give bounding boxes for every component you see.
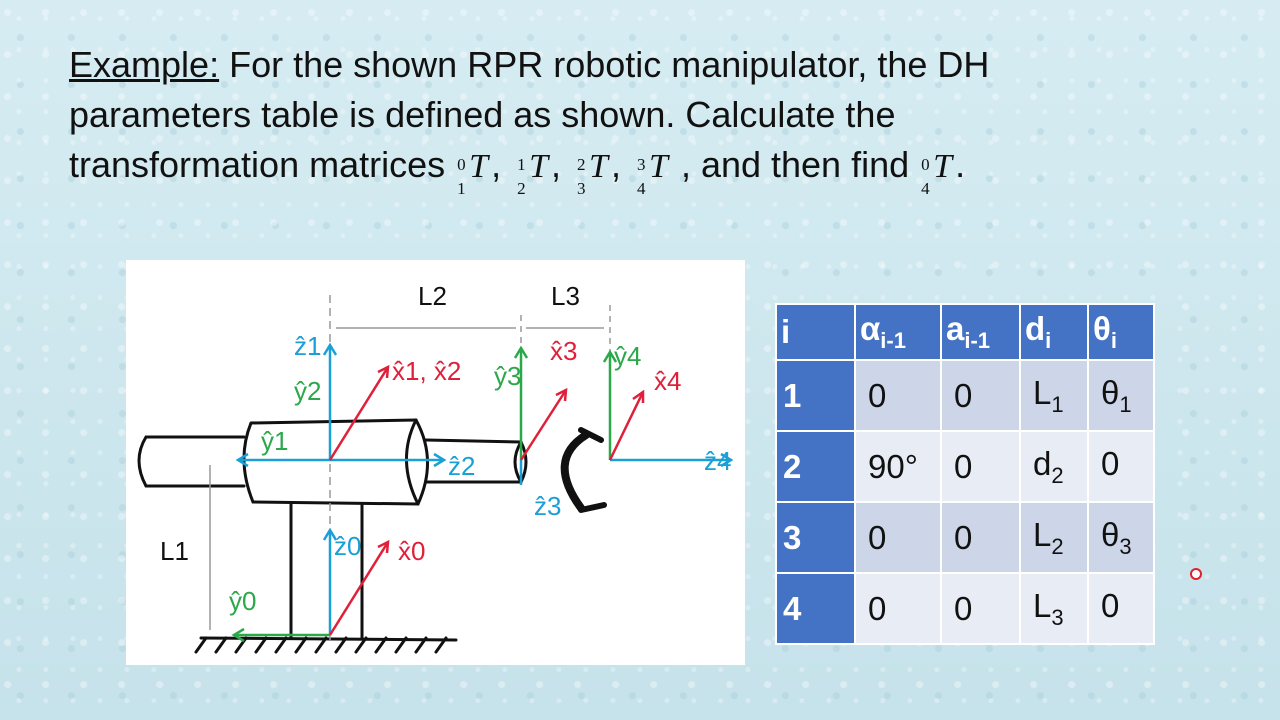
- example-label: Example:: [69, 44, 220, 85]
- label-y2: ŷ2: [294, 376, 321, 406]
- robot-body: [137, 418, 607, 654]
- x-axes: [328, 364, 645, 636]
- label-y1: ŷ1: [261, 426, 288, 456]
- dh-parameters-table: i αi-1 ai-1 di θi 1 0 0 L1 θ1 2 90° 0 d2…: [775, 303, 1155, 645]
- row-1-alpha: 0: [854, 359, 942, 432]
- row-3-i: 3: [775, 501, 856, 574]
- row-1-theta: θ1: [1087, 359, 1155, 432]
- label-L1: L1: [160, 536, 189, 566]
- row-1-i: 1: [775, 359, 856, 432]
- title-line-3-end: , and then find: [680, 144, 910, 185]
- title-line-3-start: transformation matrices: [69, 144, 446, 185]
- label-z4: ẑ4: [704, 446, 731, 476]
- row-4-alpha: 0: [854, 572, 942, 645]
- table-header-row: i αi-1 ai-1 di θi: [775, 303, 1155, 361]
- title-line-1-text: For the shown RPR robotic manipulator, t…: [219, 44, 990, 85]
- label-x1-x2: x̂1, x̂2: [392, 356, 461, 386]
- label-y4: ŷ4: [614, 341, 641, 371]
- row-1-a: 0: [940, 359, 1021, 432]
- z-axes: [235, 342, 734, 635]
- row-3-alpha: 0: [854, 501, 942, 574]
- header-a: ai-1: [940, 303, 1021, 361]
- row-3-theta: θ3: [1087, 501, 1155, 574]
- table-row: 2 90° 0 d2 0: [775, 430, 1155, 503]
- table-row: 1 0 0 L1 θ1: [775, 359, 1155, 432]
- row-4-i: 4: [775, 572, 856, 645]
- title-line-2: parameters table is defined as shown. Ca…: [69, 94, 896, 135]
- row-4-theta: 0: [1087, 572, 1155, 645]
- label-z2: ẑ2: [448, 451, 475, 481]
- header-theta: θi: [1087, 303, 1155, 361]
- row-3-d: L2: [1019, 501, 1089, 574]
- row-2-i: 2: [775, 430, 856, 503]
- robot-diagram: L2 L3 L1 ẑ1 ŷ2 x̂1, x̂2 ŷ3 x̂3 ŷ4 x̂4 ŷ1…: [126, 260, 745, 665]
- label-z1: ẑ1: [294, 331, 321, 361]
- row-2-d: d2: [1019, 430, 1089, 503]
- row-1-d: L1: [1019, 359, 1089, 432]
- row-3-a: 0: [940, 501, 1021, 574]
- label-z3: ẑ3: [534, 491, 561, 521]
- label-x4: x̂4: [654, 366, 681, 396]
- row-2-theta: 0: [1087, 430, 1155, 503]
- label-z0: ẑ0: [334, 531, 361, 561]
- header-alpha: αi-1: [854, 303, 942, 361]
- axis-labels: L2 L3 L1 ẑ1 ŷ2 x̂1, x̂2 ŷ3 x̂3 ŷ4 x̂4 ŷ1…: [160, 281, 731, 616]
- table-row: 3 0 0 L2 θ3: [775, 501, 1155, 574]
- label-L3: L3: [551, 281, 580, 311]
- label-y3: ŷ3: [494, 361, 521, 391]
- slide-title: Example: For the shown RPR robotic manip…: [69, 40, 1219, 198]
- y-axes: [231, 345, 618, 643]
- header-i: i: [775, 303, 856, 361]
- row-2-a: 0: [940, 430, 1021, 503]
- label-L2: L2: [418, 281, 447, 311]
- table-row: 4 0 0 L3 0: [775, 572, 1155, 645]
- robot-sketch: L2 L3 L1 ẑ1 ŷ2 x̂1, x̂2 ŷ3 x̂3 ŷ4 x̂4 ŷ1…: [137, 281, 734, 654]
- row-4-d: L3: [1019, 572, 1089, 645]
- label-x3: x̂3: [550, 336, 577, 366]
- row-4-a: 0: [940, 572, 1021, 645]
- header-d: di: [1019, 303, 1089, 361]
- title-line-1: Example: For the shown RPR robotic manip…: [69, 40, 1219, 90]
- label-y0: ŷ0: [229, 586, 256, 616]
- label-x0: x̂0: [398, 536, 425, 566]
- row-2-alpha: 90°: [854, 430, 942, 503]
- pointer-dot-icon: [1190, 568, 1202, 580]
